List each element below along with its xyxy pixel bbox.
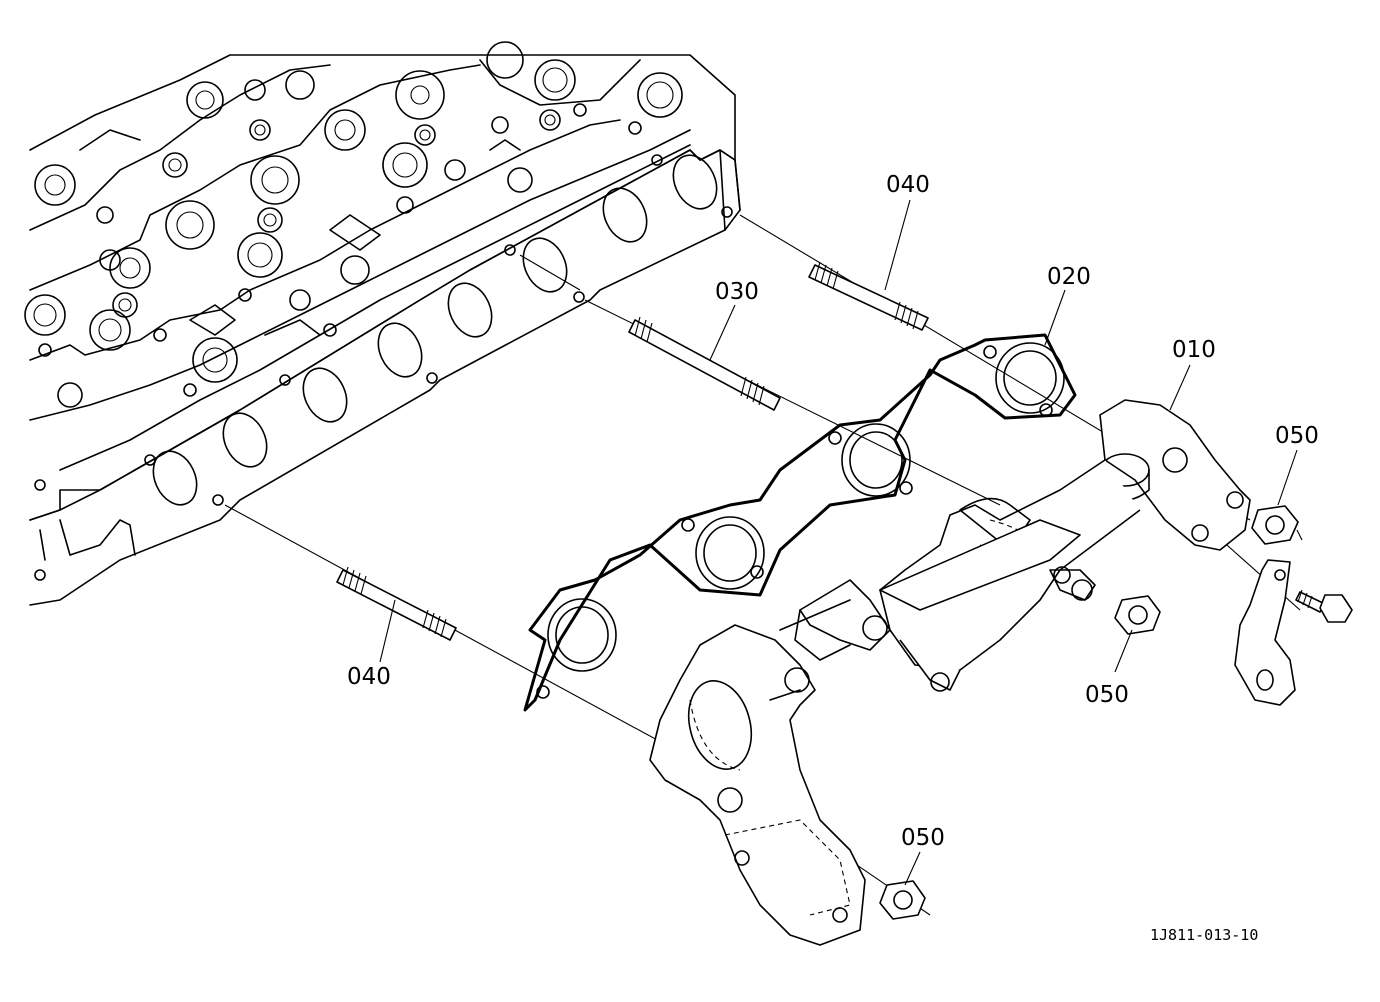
callout-050-middle: 050 <box>1085 682 1129 708</box>
callout-050-bottom: 050 <box>901 825 945 851</box>
bracket-plate <box>1234 559 1296 706</box>
nut-050-right <box>1251 505 1303 545</box>
callout-030: 030 <box>715 279 759 305</box>
callout-040-bottom: 040 <box>347 664 391 690</box>
figure-code: 1J811-013-10 <box>1150 926 1258 944</box>
stud-030 <box>628 316 781 411</box>
leader-lines <box>379 199 1298 886</box>
cylinder-head <box>24 41 741 606</box>
callout-040-top: 040 <box>886 172 930 198</box>
nut-050-bottom <box>879 880 926 920</box>
callout-020: 020 <box>1047 264 1091 290</box>
nut-050-middle <box>1114 595 1161 635</box>
gasket-020 <box>523 333 1077 712</box>
callout-050-right: 050 <box>1275 423 1319 449</box>
stud-040-top <box>808 261 929 331</box>
bolt <box>1295 589 1353 623</box>
exhaust-manifold-010 <box>649 399 1251 946</box>
callout-010: 010 <box>1172 337 1216 363</box>
stud-040-bottom <box>336 566 457 641</box>
